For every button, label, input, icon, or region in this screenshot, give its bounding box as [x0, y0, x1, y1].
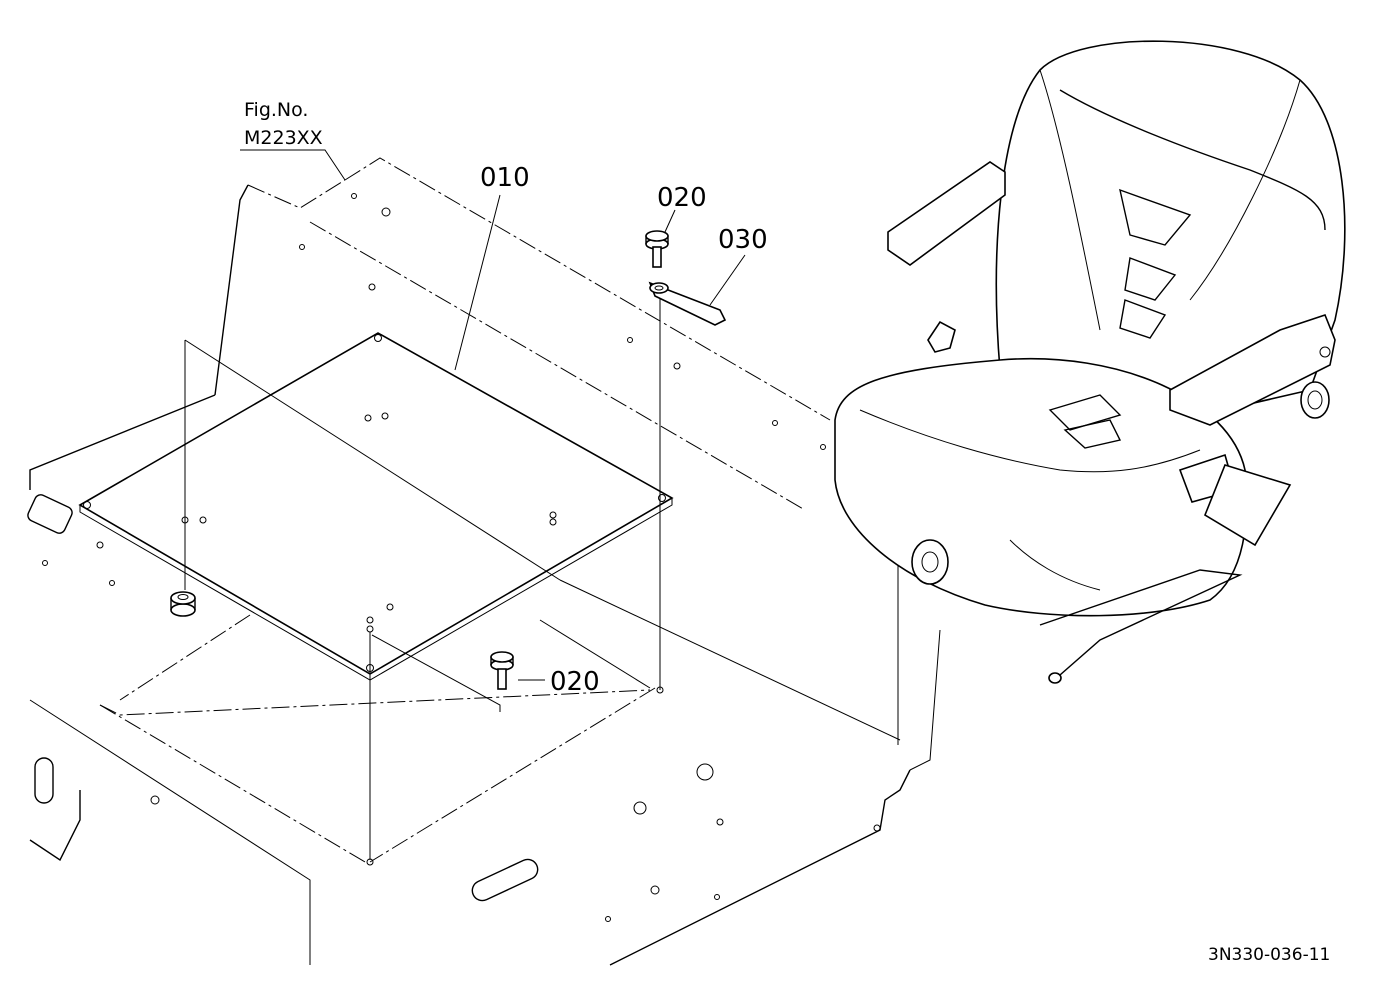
floor-frame: [27, 157, 941, 966]
callout-010: 010: [480, 163, 530, 193]
nut-fastener: [170, 591, 196, 617]
callout-020-bottom: 020: [550, 667, 600, 697]
projection-lines: [184, 295, 899, 866]
drawing-reference-number: 3N330-036-11: [1208, 945, 1330, 965]
strap-030: [648, 281, 727, 326]
plate-010: [78, 332, 674, 681]
bolt-020-top: [645, 230, 669, 268]
figure-number-value: M223XX: [244, 127, 323, 149]
callout-030: 030: [718, 225, 768, 255]
callout-020-top: 020: [657, 183, 707, 213]
operator-seat: [834, 40, 1346, 684]
bolt-020-bottom: [490, 651, 514, 690]
leader-lines: [240, 149, 746, 681]
figure-number-label: Fig.No.: [244, 99, 308, 121]
